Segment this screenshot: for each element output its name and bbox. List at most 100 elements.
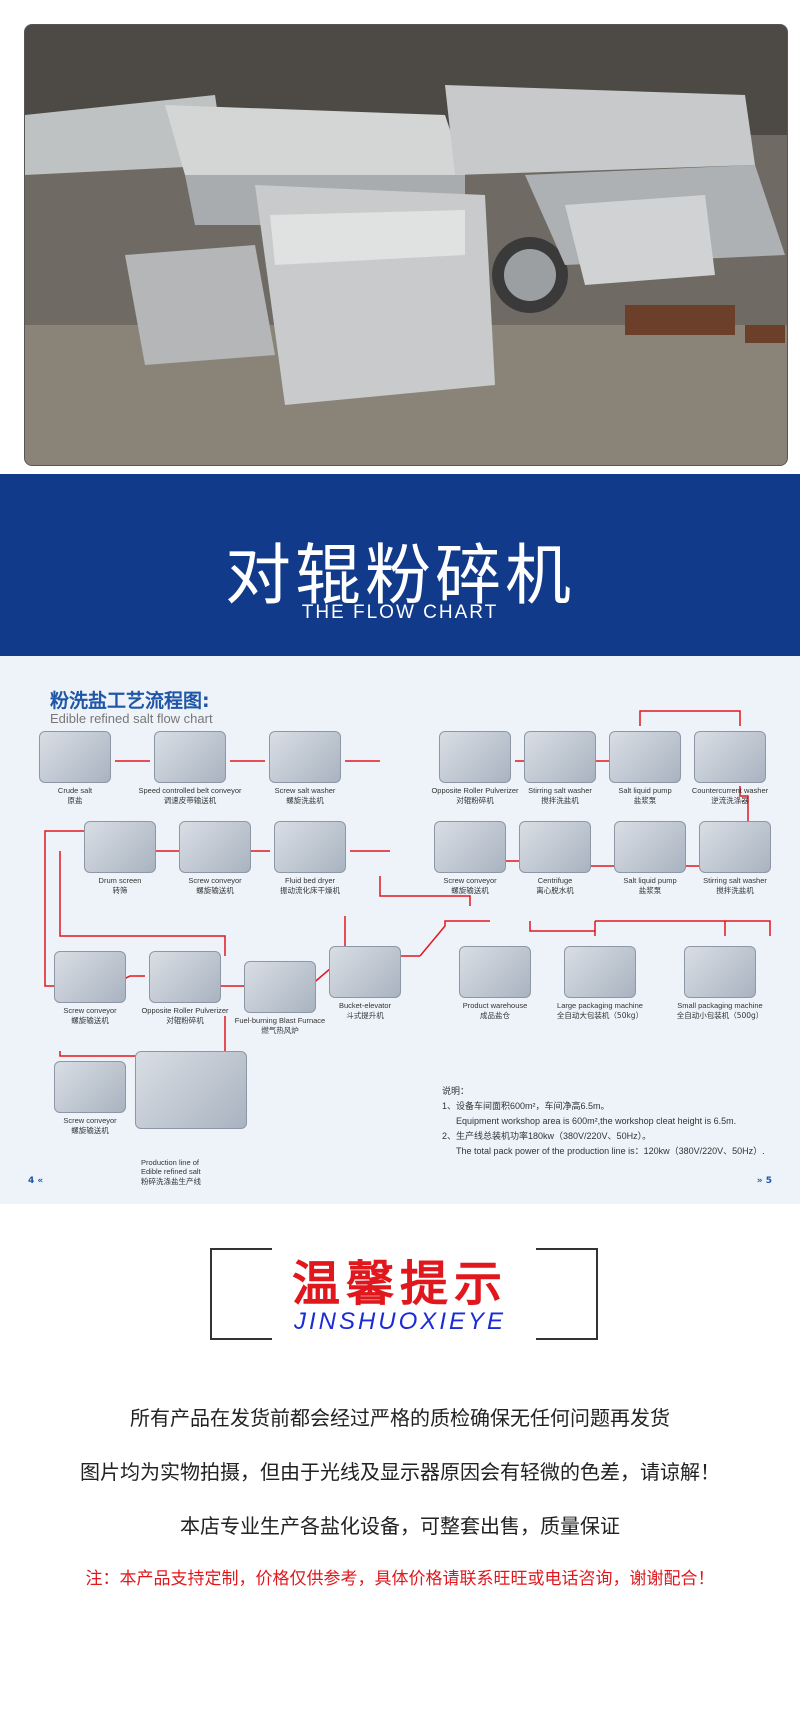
node-label-en: Screw conveyor: [63, 1116, 117, 1125]
screw-conveyor-image: [54, 951, 126, 1003]
node-label-cn: 离心脱水机: [536, 886, 574, 895]
node-label-en: Salt liquid pump: [618, 786, 672, 795]
node-label-cn: 转筛: [112, 886, 128, 895]
notes-line: Equipment workshop area is 600m²,the wor…: [456, 1116, 737, 1126]
drum-screen-image: [84, 821, 156, 873]
node-screw-salt-washer: Screw salt washer 螺旋洗盐机: [240, 731, 370, 806]
screw-salt-washer-image: [269, 731, 341, 783]
node-label-en: Centrifuge: [537, 876, 573, 885]
node-product-warehouse: Product warehouse 成品盐仓: [430, 946, 560, 1021]
stirring-washer-image: [699, 821, 771, 873]
node-roller-pulverizer-2: Opposite Roller Pulverizer 对辊粉碎机: [120, 951, 250, 1026]
node-label-en: Screw conveyor: [63, 1006, 117, 1015]
salt-pump-image: [609, 731, 681, 783]
node-screw-conveyor-3: Screw conveyor 螺旋输送机: [25, 951, 155, 1026]
node-label-cn: 燃气热风炉: [261, 1026, 299, 1035]
node-roller-pulverizer: Opposite Roller Pulverizer 对辊粉碎机: [410, 731, 540, 806]
frame-bracket-left: [210, 1248, 272, 1340]
node-stirring-washer: Stirring salt washer 搅拌洗盐机: [495, 731, 625, 806]
node-label-cn: 对辊粉碎机: [456, 796, 494, 805]
tip-section: 温馨提示 JINSHUOXIEYE 所有产品在发货前都会经过严格的质检确保无任何…: [0, 1204, 800, 1713]
node-screw-conveyor-2: Screw conveyor 螺旋输送机: [405, 821, 535, 896]
centrifuge-image: [519, 821, 591, 873]
title-banner: 对辊粉碎机 THE FLOW CHART: [0, 474, 800, 656]
page-number-left: 4 «: [28, 1176, 44, 1186]
node-label-cn: 对辊粉碎机: [166, 1016, 204, 1025]
node-label-en: Speed controlled belt conveyor: [138, 786, 242, 795]
screw-conveyor-image: [434, 821, 506, 873]
node-centrifuge: Centrifuge 离心脱水机: [490, 821, 620, 896]
node-label-cn: 搅拌洗盐机: [541, 796, 579, 805]
tip-line-2: 图片均为实物拍摄，但由于光线及显示器原因会有轻微的色差，请谅解！: [80, 1460, 720, 1484]
node-salt-pump-2: Salt liquid pump 盐浆泵: [585, 821, 715, 896]
node-label-en: Large packaging machine: [557, 1001, 643, 1010]
flow-chart-title: 粉洗盐工艺流程图:: [50, 690, 210, 712]
flow-chart: 粉洗盐工艺流程图: Edible refined salt flow chart: [0, 656, 800, 1204]
screw-conveyor-image: [54, 1061, 126, 1113]
node-drum-screen: Drum screen 转筛: [55, 821, 185, 896]
node-label-cn: 盐浆泵: [638, 886, 662, 895]
node-label-cn: 螺旋输送机: [196, 886, 234, 895]
machine-illustration: [25, 25, 787, 465]
node-label-en: Screw conveyor: [188, 876, 242, 885]
node-label-cn: 盐浆泵: [633, 796, 657, 805]
node-label-cn: 搅拌洗盐机: [716, 886, 754, 895]
tip-line-4: 注：本产品支持定制，价格仅供参考，具体价格请联系旺旺或电话咨询，谢谢配合！: [85, 1569, 715, 1589]
tip-line-1: 所有产品在发货前都会经过严格的质检确保无任何问题再发货: [130, 1406, 670, 1430]
node-label-cn: 调速皮带输送机: [163, 796, 217, 805]
salt-pump-image: [614, 821, 686, 873]
node-label-cn: 斗式提升机: [346, 1011, 384, 1020]
screw-conveyor-image: [179, 821, 251, 873]
flow-chart-subtitle: Edible refined salt flow chart: [50, 711, 213, 726]
tip-subtitle: JINSHUOXIEYE: [293, 1308, 507, 1335]
node-label-en: Production line of Edible refined salt: [141, 1158, 201, 1176]
node-label-en: Fuel-burning Blast Furnace: [234, 1016, 326, 1025]
node-label-cn: 全自动小包装机（500g）: [676, 1011, 764, 1020]
node-fluid-bed-dryer: Fluid bed dryer 振动流化床干燥机: [245, 821, 375, 896]
node-large-packaging: Large packaging machine 全自动大包装机（50kg）: [535, 946, 665, 1021]
node-label-en: Fluid bed dryer: [284, 876, 336, 885]
node-small-packaging: Small packaging machine 全自动小包装机（500g）: [655, 946, 785, 1021]
banner-title: 对辊粉碎机: [225, 537, 575, 614]
node-label-en: Screw salt washer: [274, 786, 336, 795]
blast-furnace-image: [244, 961, 316, 1013]
warehouse-image: [459, 946, 531, 998]
node-label-en: Stirring salt washer: [703, 876, 767, 885]
notes-line: 2、生产线总装机功率180kw（380V/220V、50Hz）。: [442, 1131, 652, 1141]
node-label-cn: 原盐: [67, 796, 83, 805]
stirring-washer-image: [524, 731, 596, 783]
node-label-cn: 逆流洗涤器: [711, 796, 749, 805]
roller-pulverizer-image: [149, 951, 221, 1003]
node-label-en: Bucket-elevator: [338, 1001, 392, 1010]
product-photo: [24, 24, 788, 466]
node-label-en: Product warehouse: [462, 1001, 528, 1010]
node-label-cn: 螺旋洗盐机: [286, 796, 324, 805]
node-label-en: Crude salt: [57, 786, 93, 795]
large-packaging-image: [564, 946, 636, 998]
node-label-cn: 成品盐仓: [480, 1011, 510, 1020]
node-label-cn: 螺旋输送机: [451, 886, 489, 895]
tip-title: 温馨提示: [291, 1256, 508, 1312]
node-label-cn: 螺旋输送机: [71, 1126, 109, 1135]
banner-subtitle: THE FLOW CHART: [301, 602, 499, 623]
frame-bracket-right: [536, 1248, 598, 1340]
node-bucket-elevator: Bucket-elevator 斗式提升机: [300, 946, 430, 1021]
node-belt-conveyor: Speed controlled belt conveyor 调速皮带输送机: [125, 731, 255, 806]
node-label-en: Stirring salt washer: [528, 786, 592, 795]
node-crude-salt: Crude salt 原盐: [10, 731, 140, 806]
node-screw-conveyor-4: Screw conveyor 螺旋输送机: [25, 1061, 155, 1136]
node-label-en: Small packaging machine: [677, 1001, 763, 1010]
roller-pulverizer-image: [439, 731, 511, 783]
node-screw-conveyor-1: Screw conveyor 螺旋输送机: [150, 821, 280, 896]
node-salt-pump: Salt liquid pump 盐浆泵: [580, 731, 710, 806]
node-blast-furnace: Fuel-burning Blast Furnace 燃气热风炉: [215, 961, 345, 1036]
node-label-cn: 粉碎洗涤盐生产线: [141, 1177, 201, 1186]
node-label-en: Salt liquid pump: [623, 876, 677, 885]
crude-salt-image: [39, 731, 111, 783]
node-stirring-washer-2: Stirring salt washer 搅拌洗盐机: [670, 821, 800, 896]
countercurrent-washer-image: [694, 731, 766, 783]
node-label-en: Countercurrent washer: [691, 786, 769, 795]
notes-line: 1、设备车间面积600m²，车间净高6.5m。: [442, 1101, 610, 1111]
notes-line: The total pack power of the production l…: [456, 1146, 765, 1156]
node-label-en: Screw conveyor: [443, 876, 497, 885]
